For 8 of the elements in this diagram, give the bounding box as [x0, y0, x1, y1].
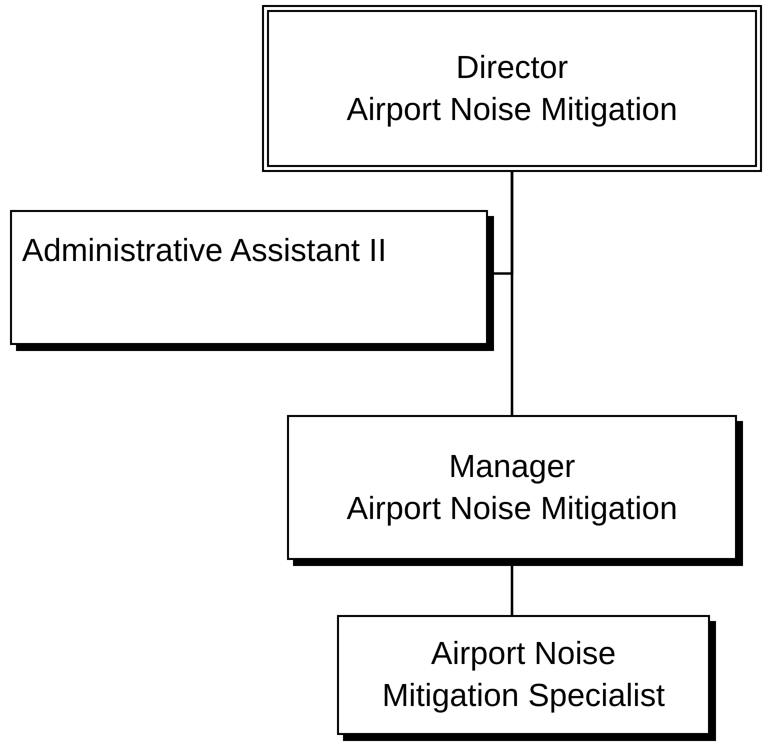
- job-title: Manager: [448, 446, 576, 486]
- job-title: Airport Noise Mitigation Specialist: [381, 634, 666, 715]
- unit-name: Airport Noise Mitigation: [346, 90, 678, 129]
- connector-line: [510, 172, 514, 415]
- unit-name: Airport Noise Mitigation: [346, 488, 678, 528]
- job-title: Administrative Assistant II: [22, 231, 387, 270]
- job-title: Director: [456, 48, 568, 87]
- director-box: [262, 5, 762, 172]
